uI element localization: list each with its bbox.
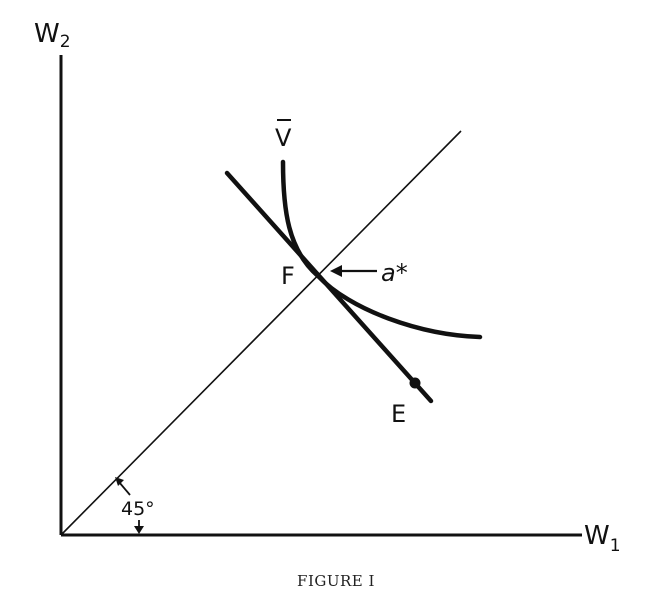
indifference-curve-v [280, 159, 483, 340]
angle-arrow-upper-head [115, 477, 124, 486]
curve-label: V [275, 124, 292, 152]
axes [59, 55, 582, 537]
point-e-marker [409, 377, 421, 389]
x-axis-subscript: 1 [610, 536, 621, 556]
a-star-arrow [330, 265, 377, 277]
x-axis-label: W1 [584, 521, 621, 556]
x-axis-letter: W [584, 521, 610, 551]
figure-caption: FIGURE I [297, 572, 375, 590]
a-star-arrow-head [330, 265, 342, 277]
a-star-label: a* [381, 259, 408, 287]
point-e-label: E [391, 400, 406, 428]
angle-annotation [115, 477, 144, 534]
forty-five-degree-line [60, 130, 462, 536]
y-axis-label: W2 [34, 19, 71, 52]
y-axis-letter: W [34, 19, 60, 49]
y-axis-subscript: 2 [60, 32, 71, 52]
curve-label-group: V [275, 119, 292, 152]
angle-arrow-lower-head [134, 526, 144, 534]
point-f-label: F [281, 262, 295, 290]
angle-label: 45° [121, 498, 155, 520]
angle-arrow-upper-shaft [118, 481, 131, 496]
